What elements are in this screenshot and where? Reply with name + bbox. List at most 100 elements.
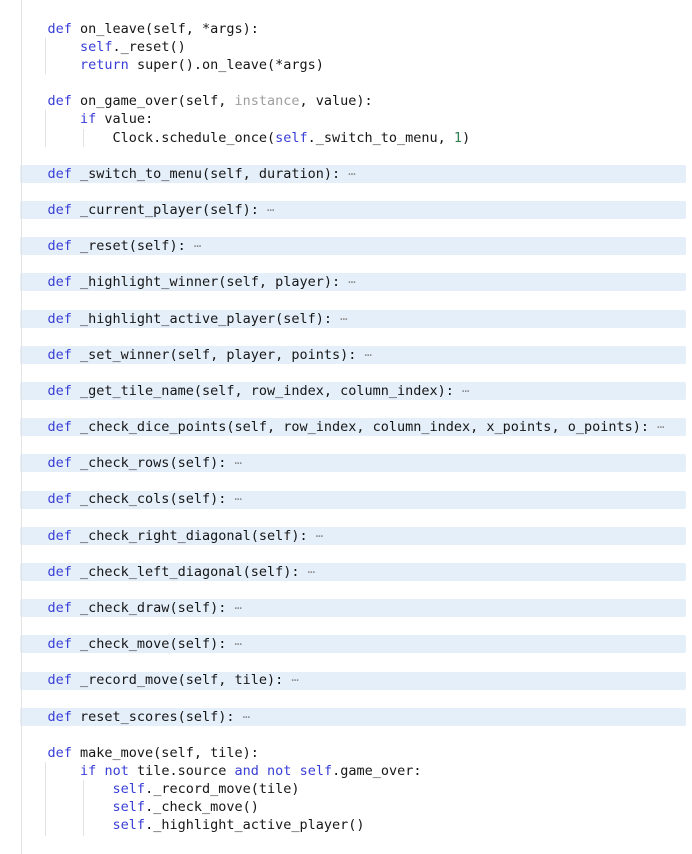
folded-code-line[interactable]: def _check_cols(self): ⋯ [0, 490, 692, 508]
fold-ellipsis-icon[interactable]: ⋯ [234, 637, 241, 652]
fold-highlight-bar [20, 490, 686, 509]
folded-code-line[interactable]: def reset_scores(self): ⋯ [0, 708, 692, 726]
code-token: _record_move(self, tile): [71, 672, 292, 689]
code-token [15, 39, 80, 55]
keyword-token: def [47, 346, 72, 363]
fold-ellipsis-icon[interactable]: ⋯ [348, 275, 355, 290]
code-line: def on_leave(self, *args): [0, 20, 692, 38]
indent-guide [45, 110, 46, 147]
keyword-token: def [47, 708, 72, 725]
code-line [0, 689, 692, 707]
code-token: on_leave(self, *args): [71, 21, 259, 37]
fold-ellipsis-icon[interactable]: ⋯ [315, 528, 323, 543]
folded-code-line[interactable]: def _check_draw(self): ⋯ [0, 599, 692, 617]
code-token: ._switch_to_menu, [307, 129, 454, 146]
code-line: def make_move(self, tile): [0, 744, 692, 762]
fold-ellipsis-icon[interactable]: ⋯ [234, 601, 241, 615]
code-line: self._record_move(tile) [0, 780, 692, 798]
keyword-token: def [47, 382, 72, 399]
fold-ellipsis-icon[interactable]: ⋯ [364, 347, 372, 362]
code-line [0, 255, 692, 273]
fold-highlight-bar [20, 345, 686, 364]
keyword-token: def [47, 21, 72, 37]
folded-code-line[interactable]: def _get_tile_name(self, row_index, colu… [0, 382, 692, 400]
code-token [15, 455, 48, 471]
keyword-token: def [47, 238, 72, 255]
fold-ellipsis-icon[interactable]: ⋯ [242, 709, 250, 724]
keyword-token: def [47, 274, 72, 291]
folded-code-line[interactable]: def _record_move(self, tile): ⋯ [0, 671, 692, 689]
indent-guide [45, 38, 46, 74]
self-token: self [112, 780, 146, 797]
code-line [0, 545, 692, 563]
code-line [0, 364, 692, 382]
code-line [0, 328, 692, 346]
folded-code-line[interactable]: def _check_left_diagonal(self): ⋯ [0, 563, 692, 581]
fold-highlight-bar [20, 563, 686, 582]
code-token: _reset(self): [71, 238, 194, 255]
folded-code-line[interactable]: def _check_right_diagonal(self): ⋯ [0, 527, 692, 545]
fold-highlight-bar [20, 237, 686, 256]
code-token: _check_cols(self): [71, 491, 235, 508]
code-token: on_game_over(self, [71, 93, 235, 110]
indent-guide [45, 762, 46, 836]
code-token: ._check_move() [145, 799, 259, 816]
code-line [0, 219, 692, 237]
code-line [0, 581, 692, 599]
code-line [0, 509, 692, 527]
folded-code-line[interactable]: def _set_winner(self, player, points): ⋯ [0, 346, 692, 364]
code-token [15, 672, 48, 688]
code-token: _set_winner(self, player, points): [71, 346, 365, 363]
fold-ellipsis-icon[interactable]: ⋯ [657, 420, 664, 435]
code-token: ._reset() [112, 39, 186, 56]
muted-param-token: instance [234, 93, 300, 110]
code-line [0, 436, 692, 454]
fold-ellipsis-icon[interactable]: ⋯ [340, 311, 347, 326]
fold-ellipsis-icon[interactable]: ⋯ [348, 166, 355, 181]
fold-ellipsis-icon[interactable]: ⋯ [307, 564, 315, 579]
fold-ellipsis-icon[interactable]: ⋯ [234, 492, 241, 507]
code-token [15, 238, 48, 254]
folded-code-line[interactable]: def _highlight_winner(self, player): ⋯ [0, 273, 692, 291]
code-token: Clock.schedule_once( [15, 129, 276, 146]
code-token: super().on_leave(*args) [128, 57, 324, 74]
folded-code-line[interactable]: def _highlight_active_player(self): ⋯ [0, 310, 692, 328]
indent-guide [83, 780, 84, 836]
keyword-token: def [47, 93, 72, 110]
folded-code-line[interactable]: def _check_rows(self): ⋯ [0, 454, 692, 472]
fold-highlight-bar [20, 418, 686, 437]
folded-code-line[interactable]: def _reset(self): ⋯ [0, 237, 692, 255]
fold-ellipsis-icon[interactable]: ⋯ [234, 456, 241, 471]
indent-guide [21, 0, 22, 854]
code-token [15, 383, 48, 399]
fold-ellipsis-icon[interactable]: ⋯ [193, 239, 201, 254]
keyword-token: def [47, 600, 72, 616]
number-token: 1 [453, 129, 463, 146]
fold-highlight-bar [20, 382, 686, 401]
code-token: ._record_move(tile) [145, 780, 300, 797]
fold-highlight-bar [20, 671, 686, 690]
folded-code-line[interactable]: def _check_dice_points(self, row_index, … [0, 418, 692, 436]
code-line: self._check_move() [0, 798, 692, 816]
keyword-token: return [80, 57, 129, 74]
code-token: ._highlight_active_player() [145, 817, 365, 834]
code-token [15, 600, 48, 616]
code-token: _check_dice_points(self, row_index, colu… [71, 419, 658, 436]
fold-ellipsis-icon[interactable]: ⋯ [462, 383, 469, 398]
fold-ellipsis-icon[interactable]: ⋯ [291, 673, 298, 688]
code-line [0, 291, 692, 309]
folded-code-line[interactable]: def _switch_to_menu(self, duration): ⋯ [0, 165, 692, 183]
folded-code-line[interactable]: def _current_player(self): ⋯ [0, 201, 692, 219]
folded-code-line[interactable]: def _check_move(self): ⋯ [0, 635, 692, 653]
indent-guide [83, 129, 84, 147]
code-token [15, 763, 80, 779]
keyword-token: def [47, 310, 72, 327]
code-token [15, 347, 48, 363]
code-token: make_move(self, tile): [71, 744, 259, 761]
fold-ellipsis-icon[interactable]: ⋯ [266, 202, 274, 217]
code-token [15, 111, 80, 127]
code-token: _highlight_winner(self, player): [71, 274, 349, 291]
fold-highlight-bar [20, 599, 686, 618]
code-token: _switch_to_menu(self, duration): [71, 165, 349, 182]
code-line [0, 74, 692, 92]
